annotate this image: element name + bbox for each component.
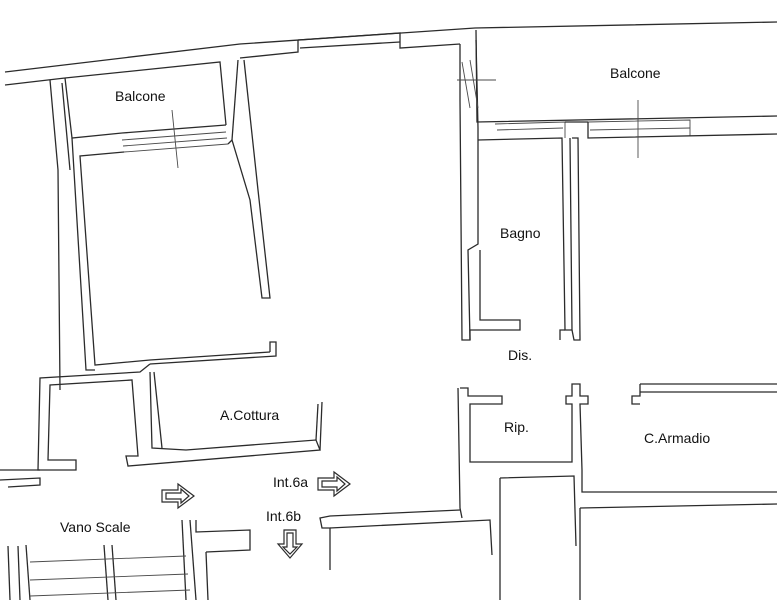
- c-armadio-label: C.Armadio: [644, 430, 711, 446]
- north-wall: [4, 21, 777, 86]
- right-balcony: [457, 29, 777, 158]
- int-6a-arrow: [317, 470, 351, 498]
- left-rooms: [0, 59, 323, 488]
- a-cottura-label: A.Cottura: [220, 407, 280, 423]
- dis-label: Dis.: [508, 347, 533, 363]
- left-balcony: [64, 61, 229, 169]
- balcone-left-label: Balcone: [115, 88, 166, 104]
- entry-arrow-left: [161, 482, 195, 510]
- balcone-right-label: Balcone: [610, 65, 661, 81]
- int-6b-label: Int.6b: [266, 508, 302, 524]
- central-walls: [319, 39, 777, 600]
- bagno-walls: [477, 137, 581, 341]
- bagno-label: Bagno: [500, 225, 541, 241]
- stairs: [7, 519, 251, 600]
- int-6a-label: Int.6a: [273, 474, 309, 490]
- vano-scale-label: Vano Scale: [60, 519, 131, 535]
- rip-label: Rip.: [504, 419, 529, 435]
- int-6b-arrow: [276, 529, 304, 559]
